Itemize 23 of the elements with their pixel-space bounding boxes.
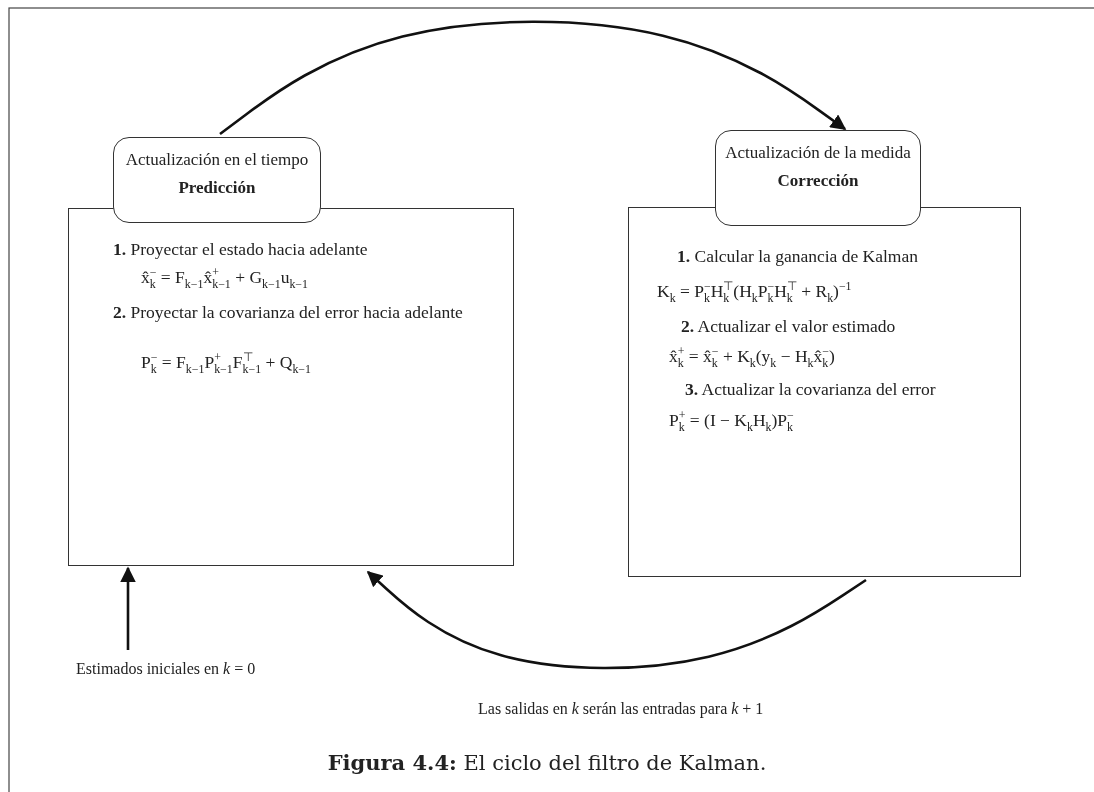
step-text: 1. Proyectar el estado hacia adelante xyxy=(113,239,368,260)
arrow xyxy=(219,20,847,136)
header-box xyxy=(113,137,321,223)
figure-caption: Figura 4.4: El ciclo del filtro de Kalman. xyxy=(326,750,768,775)
header-box xyxy=(715,130,921,226)
header-text: Actualización en el tiempo xyxy=(124,149,310,171)
header-text: Actualización de la medida xyxy=(724,142,912,164)
step-text: 2. Actualizar el valor estimado xyxy=(681,316,896,337)
step-text: 3. Actualizar la covarianza del error xyxy=(685,379,936,400)
step-text: 1. Calcular la ganancia de Kalman xyxy=(677,246,918,267)
formula: P$_{k}$$^{−}$ = F$_{k−1}$P$_{k−1}$$^{+}$F$_{k−1}$$^{⊤}$ + Q$_{k−1}$ xyxy=(141,352,311,373)
edge-label: Las salidas en k serán las entradas para k + 1 xyxy=(478,700,764,718)
formula: x̂$_{k}$$^{+}$ = x̂$_{k}$$^{−}$ + K$_{k}$(y$_{k}$ − H$_{k}$x̂$_{k}$$^{−}$) xyxy=(669,346,835,367)
step-panel xyxy=(628,207,1021,577)
arrow xyxy=(120,566,136,650)
step-panel xyxy=(68,208,514,566)
annotation-text: Estimados iniciales en k = 0 xyxy=(76,660,256,677)
header-title: Predicción xyxy=(177,177,257,199)
formula: x̂$_{k}$$^{−}$ = F$_{k−1}$x̂$_{k−1}$$^{+}$ + G$_{k−1}$u$_{k−1}$ xyxy=(141,267,309,288)
header-title: Corrección xyxy=(776,170,860,192)
arrow xyxy=(366,570,867,670)
step-text: 2. Proyectar la covarianza del error hacia adelante xyxy=(113,302,463,323)
formula: K$_{k}$ = P$_{k}$$^{−}$H$_{k}$$^{⊤}$(H$_{k}$P$_{k}$$^{−}$H$_{k}$$^{⊤}$ + R$_{k}$)$^{−1}$ xyxy=(657,281,852,302)
